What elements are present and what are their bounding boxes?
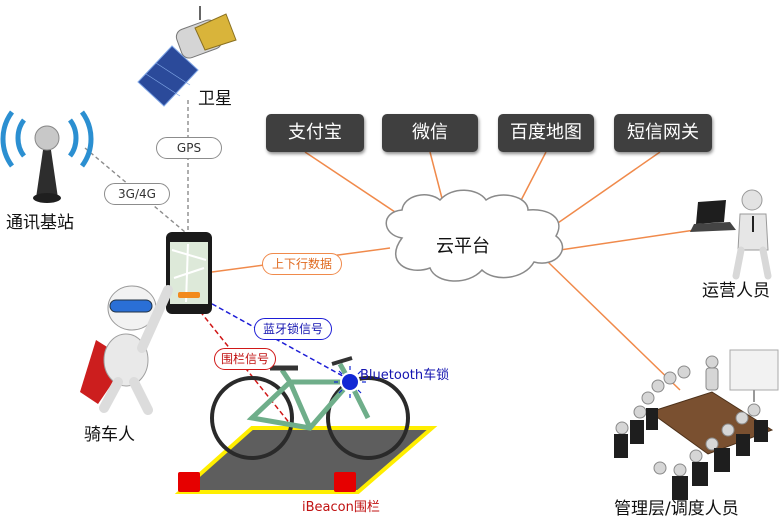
operator-figure [690, 189, 772, 280]
management-label: 管理层/调度人员 [614, 499, 739, 519]
bluetooth-signal-label: 蓝牙锁信号 [254, 318, 332, 340]
ibeacon-fence-platform [174, 426, 438, 494]
link-alipay [304, 151, 411, 223]
rider-figure [80, 285, 173, 415]
service-wechat: 微信 [382, 114, 478, 152]
service-baidu-map: 百度地图 [498, 114, 594, 152]
base-station-icon [0, 110, 94, 203]
smartphone-icon [166, 232, 212, 314]
fence-signal-label: 围栏信号 [214, 348, 276, 370]
ibeacon-fence-label: iBeacon围栏 [302, 500, 380, 515]
gps-link-label: GPS [156, 137, 222, 159]
bluetooth-lock-label: Bluetooth车锁 [360, 368, 450, 383]
service-alipay: 支付宝 [266, 114, 364, 152]
data-link-label: 上下行数据 [262, 253, 342, 275]
link-management [547, 261, 681, 391]
satellite-label: 卫星 [198, 89, 232, 109]
service-sms-gateway: 短信网关 [614, 114, 712, 152]
cloud-platform-label: 云平台 [436, 236, 490, 257]
link-bluetooth [204, 299, 351, 381]
bluetooth-lock-icon [334, 366, 366, 398]
network-link-label: 3G/4G [104, 183, 170, 205]
operator-label: 运营人员 [702, 281, 770, 301]
rider-label: 骑车人 [84, 425, 135, 445]
management-meeting-figure [614, 349, 779, 500]
satellite-icon [137, 6, 237, 107]
base-station-label: 通讯基站 [6, 213, 74, 233]
cloud-shape [385, 189, 564, 282]
link-operator [559, 229, 696, 251]
link-sms-gateway [554, 151, 661, 226]
